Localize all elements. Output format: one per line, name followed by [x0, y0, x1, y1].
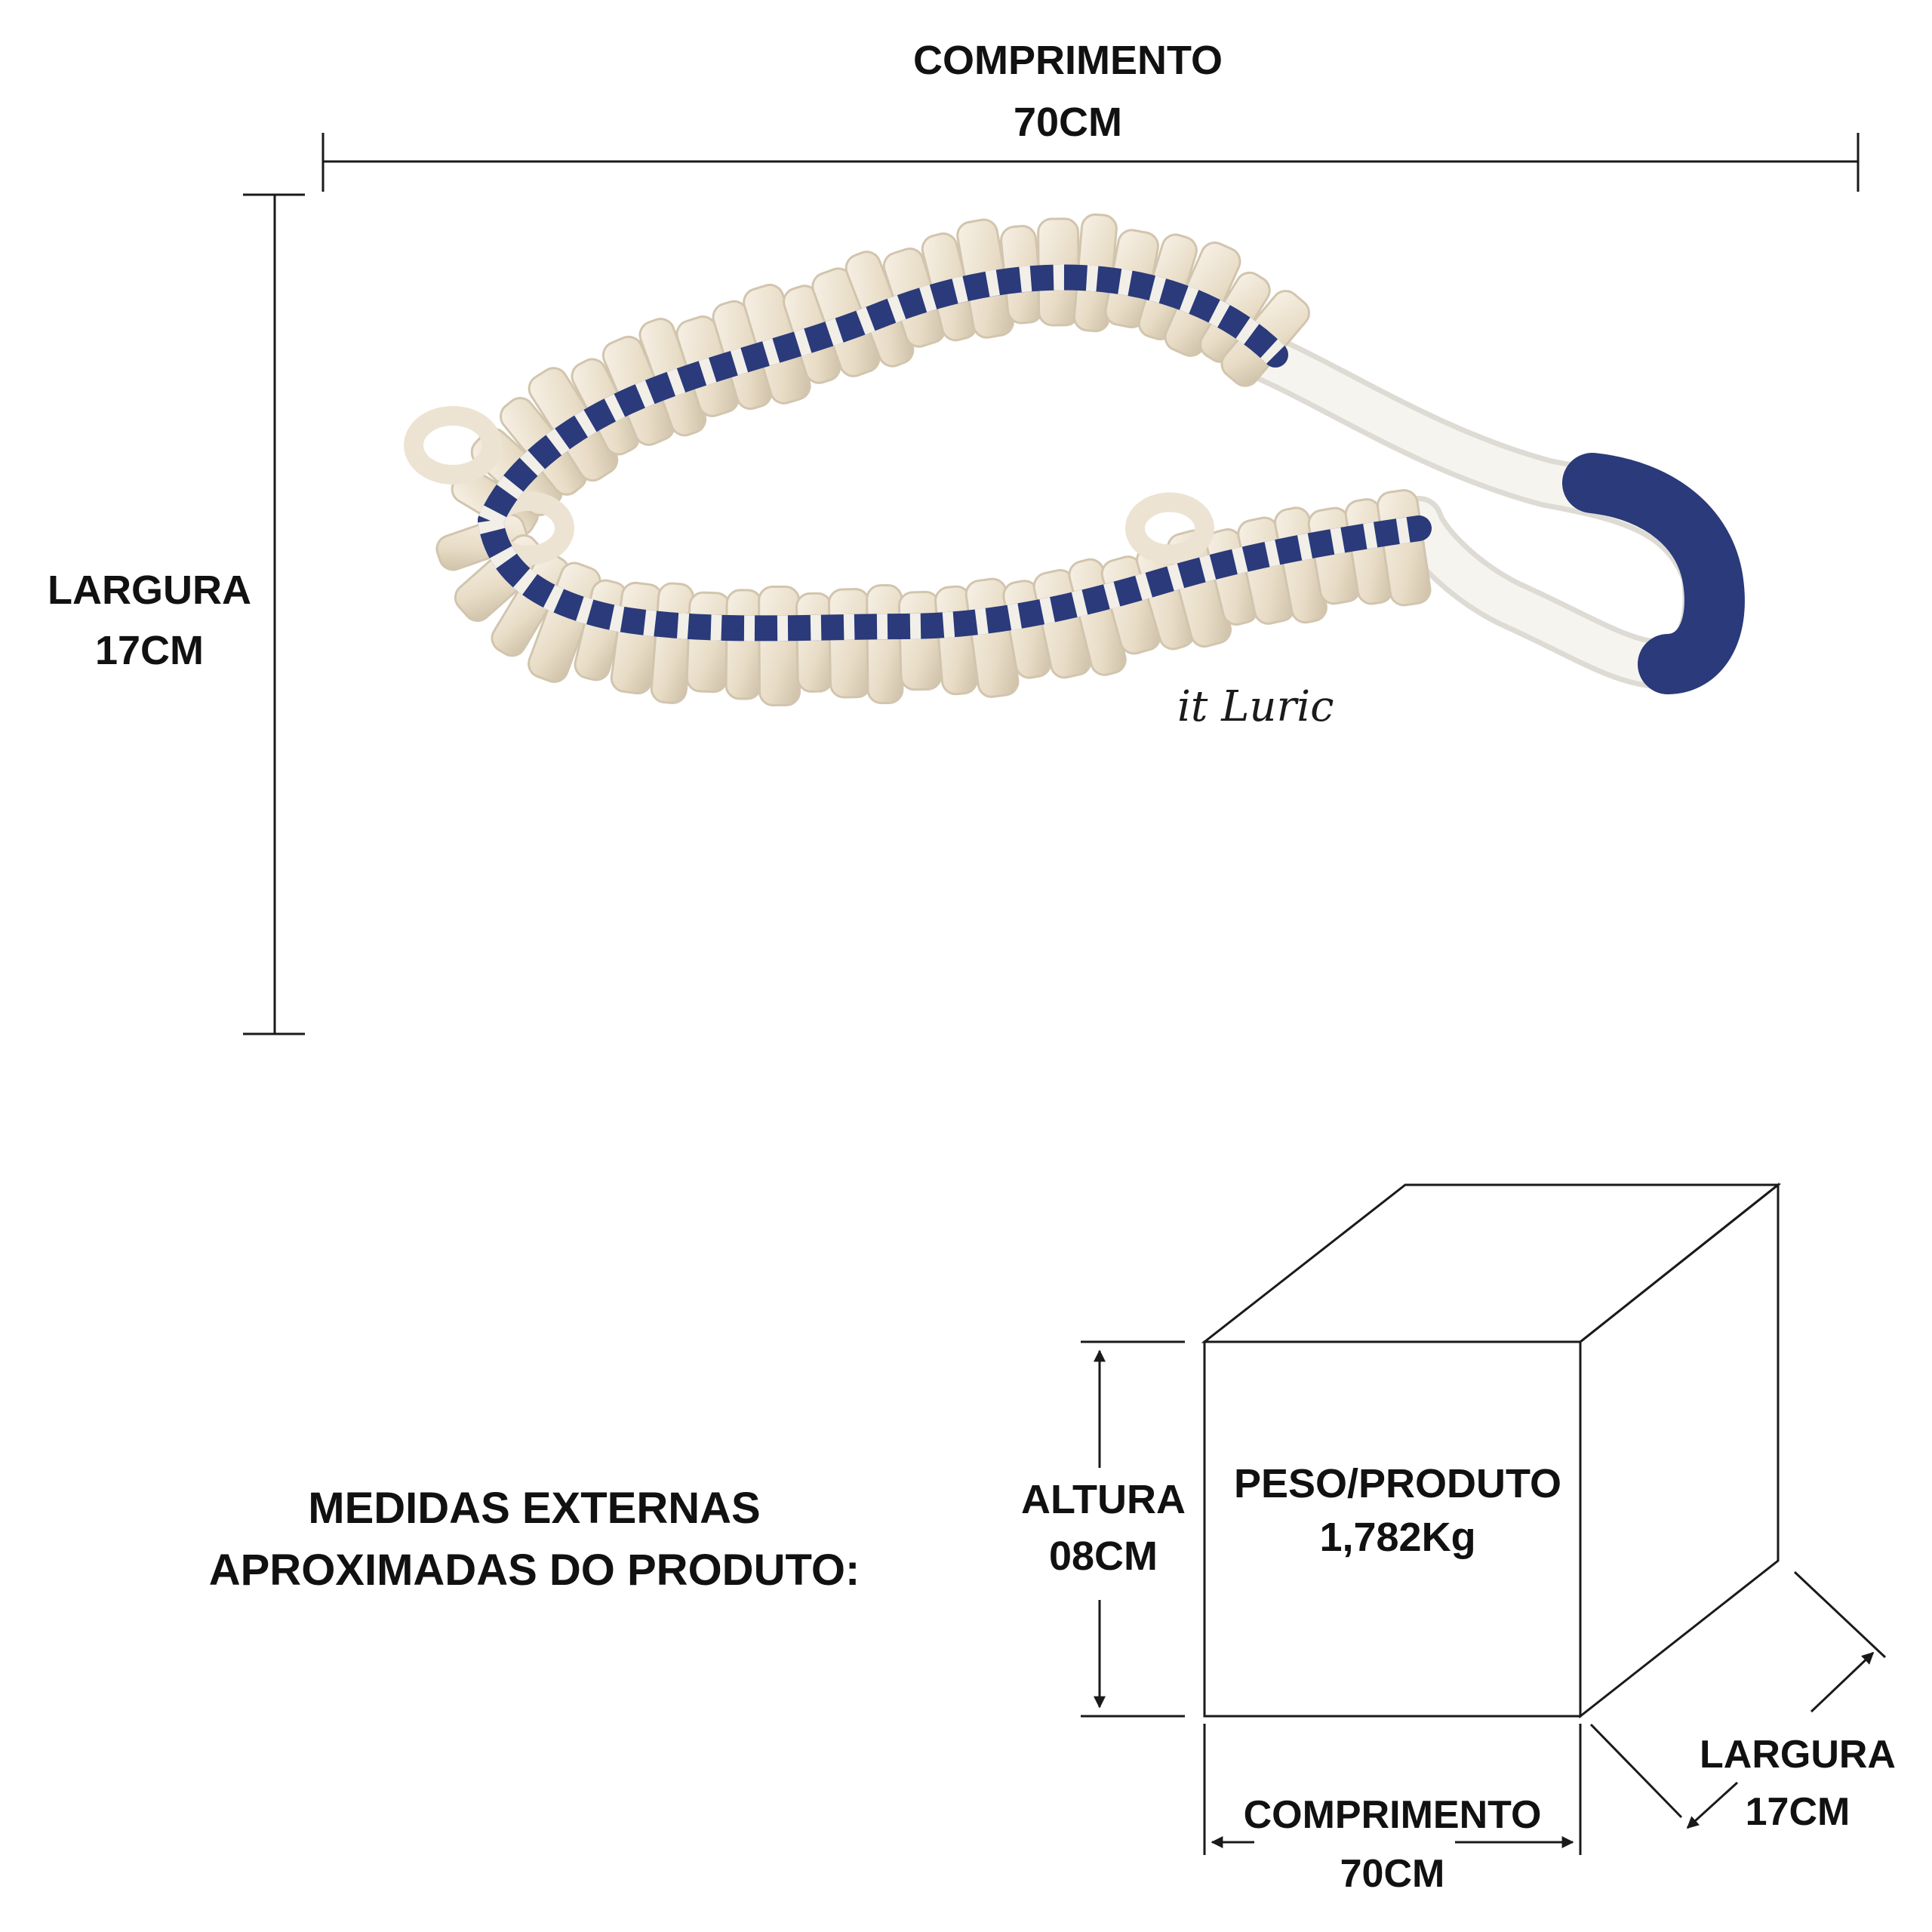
box-width-value: 17CM — [1746, 1790, 1850, 1834]
top-width-label: LARGURA — [48, 568, 251, 613]
open-ceramic-ring — [1125, 492, 1214, 565]
open-ceramic-ring — [404, 406, 502, 485]
product-illustration: it Luric — [404, 213, 1745, 731]
ceramic-ring — [685, 591, 731, 694]
box-weight-label: PESO/PRODUTO — [1234, 1461, 1561, 1506]
top-length-dimension-line — [321, 133, 1860, 192]
ceramic-ring — [827, 588, 872, 699]
top-length-label: COMPRIMENTO — [913, 38, 1223, 83]
top-width-value: 17CM — [95, 628, 204, 673]
box-length-value: 70CM — [1340, 1852, 1445, 1896]
package-box — [1201, 1182, 1782, 1719]
top-length-value: 70CM — [1014, 100, 1122, 145]
caption-line-1: MEDIDAS EXTERNAS — [308, 1484, 760, 1533]
box-length-dimension — [1203, 1724, 1582, 1855]
ceramic-ring — [795, 592, 834, 693]
ceramic-ring — [866, 584, 904, 705]
ceramic-ring — [758, 585, 801, 707]
box-weight-value: 1,782Kg — [1319, 1515, 1475, 1560]
box-height-label: ALTURA — [1021, 1477, 1186, 1522]
box-length-label: COMPRIMENTO — [1244, 1793, 1542, 1837]
box-side-face — [1579, 1182, 1780, 1719]
watermark-signature: it Luric — [1177, 682, 1334, 731]
ceramic-rings — [404, 213, 1432, 707]
ceramic-ring — [724, 589, 763, 700]
box-width-dimension — [1589, 1571, 1887, 1829]
navy-wrap-section — [1562, 453, 1745, 694]
top-width-dimension-line — [243, 193, 305, 1035]
box-height-value: 08CM — [1049, 1534, 1158, 1579]
caption-line-2: APROXIMADAS DO PRODUTO: — [209, 1546, 860, 1595]
box-width-label: LARGURA — [1700, 1733, 1896, 1777]
box-top-face — [1201, 1183, 1782, 1343]
box-height-dimension — [1081, 1340, 1185, 1718]
